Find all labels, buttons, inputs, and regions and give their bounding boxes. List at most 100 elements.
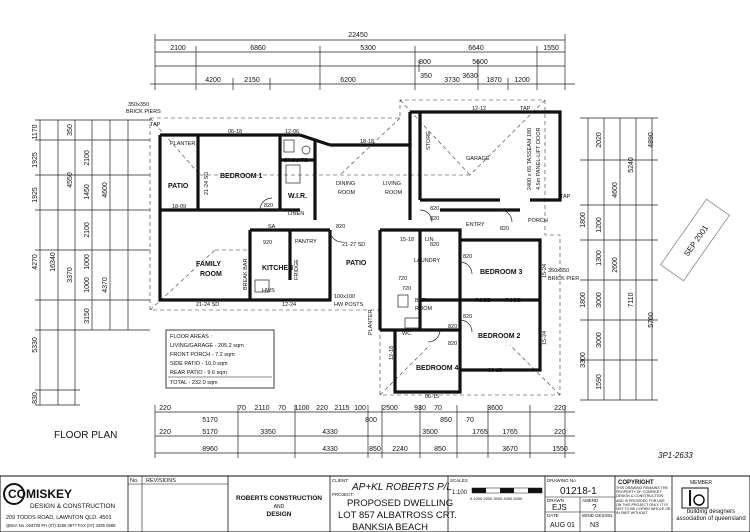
dim-bot3-5: 850 bbox=[434, 446, 446, 453]
no-label: No. bbox=[130, 478, 139, 484]
label-dining-2: ROOM bbox=[338, 190, 356, 196]
dim-bot-12: 70 bbox=[434, 405, 442, 412]
floor-areas-table: FLOOR AREAS : LIVING/GARAGE - 205.2 sqm … bbox=[165, 329, 275, 389]
dim-bot3-1: 8960 bbox=[202, 446, 218, 453]
label-planter-bottom: PLANTER bbox=[368, 310, 374, 335]
dim-left-mid-1: 350 bbox=[67, 124, 74, 136]
dim-top-r3x-2: 3630 bbox=[462, 73, 478, 80]
dim-right-in-5: 1590 bbox=[596, 374, 603, 390]
room-labels: PLANTER PATIO BEDROOM 1 ENSUITE W.I.R. L… bbox=[168, 128, 548, 372]
dim-bot-13: 3600 bbox=[487, 405, 503, 412]
scale-value: 1:100 bbox=[452, 490, 468, 496]
door-code: 820 bbox=[264, 203, 273, 209]
dim-top-1: 2100 bbox=[170, 45, 186, 52]
label-brick-piers-top-2: BRICK PIERS bbox=[126, 109, 161, 115]
label-brick-pier-right: 350x350 bbox=[548, 268, 569, 274]
dim-left-2: 1925 bbox=[32, 152, 39, 168]
copyright-text: THIS DRAWING REMAINS THE PROPERTY OF COM… bbox=[616, 486, 671, 516]
dim-bot-9: 100 bbox=[354, 405, 366, 412]
dim-bot3-6: 3670 bbox=[502, 446, 518, 453]
member-org: building designers association of queens… bbox=[676, 509, 746, 522]
client-label: CLIENT: bbox=[332, 478, 349, 483]
dim-bot2-3: 3350 bbox=[260, 429, 276, 436]
dim-top-r3-6: 1200 bbox=[514, 77, 530, 84]
dim-bot-1: 220 bbox=[159, 405, 171, 412]
dim-right-in-3: 3000 bbox=[596, 292, 603, 308]
label-brick-piers-top: 350x350 bbox=[128, 102, 149, 108]
dim-left-overall: 16340 bbox=[50, 252, 57, 272]
builder-and: AND bbox=[274, 504, 285, 510]
revisions-label: REVISIONS bbox=[146, 478, 176, 484]
door-swings bbox=[259, 197, 513, 343]
label-robe2: ROBE bbox=[505, 298, 521, 304]
window-code: 18-09 bbox=[172, 204, 186, 210]
dim-right-1: 2020 bbox=[596, 132, 603, 148]
right-dimensions bbox=[580, 117, 658, 401]
dim-bot-3: 70 bbox=[238, 405, 246, 412]
amend-label: AMEND bbox=[582, 498, 599, 503]
door-codes: 820 820 820 820 820 820 820 820 820 720 … bbox=[263, 203, 509, 347]
dim-top-4: 6640 bbox=[468, 45, 484, 52]
dim-left-6: 830 bbox=[32, 392, 39, 404]
dim-bot3-7: 1550 bbox=[552, 446, 568, 453]
dim-left-mid-2: 4550 bbox=[67, 172, 74, 188]
dim-bot2-7: 1765 bbox=[502, 429, 518, 436]
label-patio-side: PATIO bbox=[168, 183, 189, 190]
project-line-1: PROPOSED DWELLING bbox=[347, 498, 453, 509]
window-code: 12-18 bbox=[389, 346, 395, 360]
dim-top-r3x-1: 350 bbox=[420, 73, 432, 80]
dim-right-in3-1: 7110 bbox=[628, 292, 635, 307]
dim-top-r3-4: 3730 bbox=[444, 77, 460, 84]
project-label: PROJECT: bbox=[332, 492, 354, 497]
client-name: AP+KL ROBERTS P/L bbox=[351, 482, 452, 493]
dim-bot2-8: 220 bbox=[554, 429, 566, 436]
dim-left-1: 1170 bbox=[32, 124, 39, 139]
dim-bot-14: 220 bbox=[554, 405, 566, 412]
dim-left-in2-2: 4370 bbox=[102, 277, 109, 293]
label-living-2: ROOM bbox=[385, 190, 403, 196]
left-dim-texts: 1170 1925 1925 4270 5330 830 16340 350 4… bbox=[32, 124, 109, 404]
floor-area-total: TOTAL - 232.0 sqm bbox=[170, 380, 218, 386]
window-code: 06-18 bbox=[228, 129, 242, 135]
label-bedroom2: BEDROOM 2 bbox=[478, 333, 521, 340]
fixtures bbox=[254, 139, 420, 329]
dim-right-in2-1: 1800 bbox=[580, 212, 587, 228]
label-fridge: FRIDGE bbox=[294, 259, 300, 280]
door-code: 820 bbox=[430, 242, 439, 248]
dim-right-in-4: 3000 bbox=[596, 332, 603, 348]
dim-right-in-2: 1300 bbox=[596, 250, 603, 266]
door-code: 820 bbox=[336, 224, 345, 230]
dim-left-3: 1925 bbox=[32, 187, 39, 203]
door-code: 820 bbox=[463, 314, 472, 320]
floor-area-row: LIVING/GARAGE - 205.2 sqm bbox=[170, 343, 244, 349]
member-org-box: building designers association of queens… bbox=[676, 509, 746, 522]
dim-top-5: 1550 bbox=[543, 45, 559, 52]
left-dimensions bbox=[35, 119, 150, 406]
dim-right-mid-2: 4600 bbox=[612, 182, 619, 198]
dim-left-in-1: 2100 bbox=[84, 150, 91, 166]
scale-bar bbox=[471, 487, 543, 494]
label-garage: GARAGE bbox=[466, 156, 490, 162]
dim-left-in-3: 2100 bbox=[84, 222, 91, 238]
dim-left-in-6: 3150 bbox=[84, 308, 91, 324]
door-code: 820 bbox=[430, 206, 439, 212]
member-label: MEMBER bbox=[690, 480, 712, 486]
project-line-3: BANKSIA BEACH bbox=[352, 522, 428, 532]
stamp-number: 3P1-2633 bbox=[658, 451, 693, 460]
floor-area-row: REAR PATIO - 9.6 sqm bbox=[170, 370, 227, 376]
label-bath-2: ROOM bbox=[415, 306, 433, 312]
label-dining: DINING bbox=[336, 181, 355, 187]
copyright-text-box: THIS DRAWING REMAINS THE PROPERTY OF COM… bbox=[616, 486, 671, 516]
door-code: 920 bbox=[263, 240, 272, 246]
builder-name: ROBERTS CONSTRUCTION bbox=[236, 495, 322, 502]
label-patio-rear: PATIO bbox=[346, 260, 367, 267]
dim-top-r3-2: 2150 bbox=[244, 77, 260, 84]
window-code: 12-12 bbox=[472, 106, 486, 112]
company-name: COMISKEY bbox=[8, 487, 72, 501]
dim-top-r3-1: 4200 bbox=[205, 77, 221, 84]
door-code: 820 bbox=[430, 216, 439, 222]
dim-bot2-1: 220 bbox=[159, 429, 171, 436]
door-code: 820 bbox=[448, 324, 457, 330]
company-logo: COMISKEY DESIGN & CONSTRUCTION 209 TODDS… bbox=[3, 483, 116, 528]
dim-left-in-4: 1000 bbox=[84, 254, 91, 270]
